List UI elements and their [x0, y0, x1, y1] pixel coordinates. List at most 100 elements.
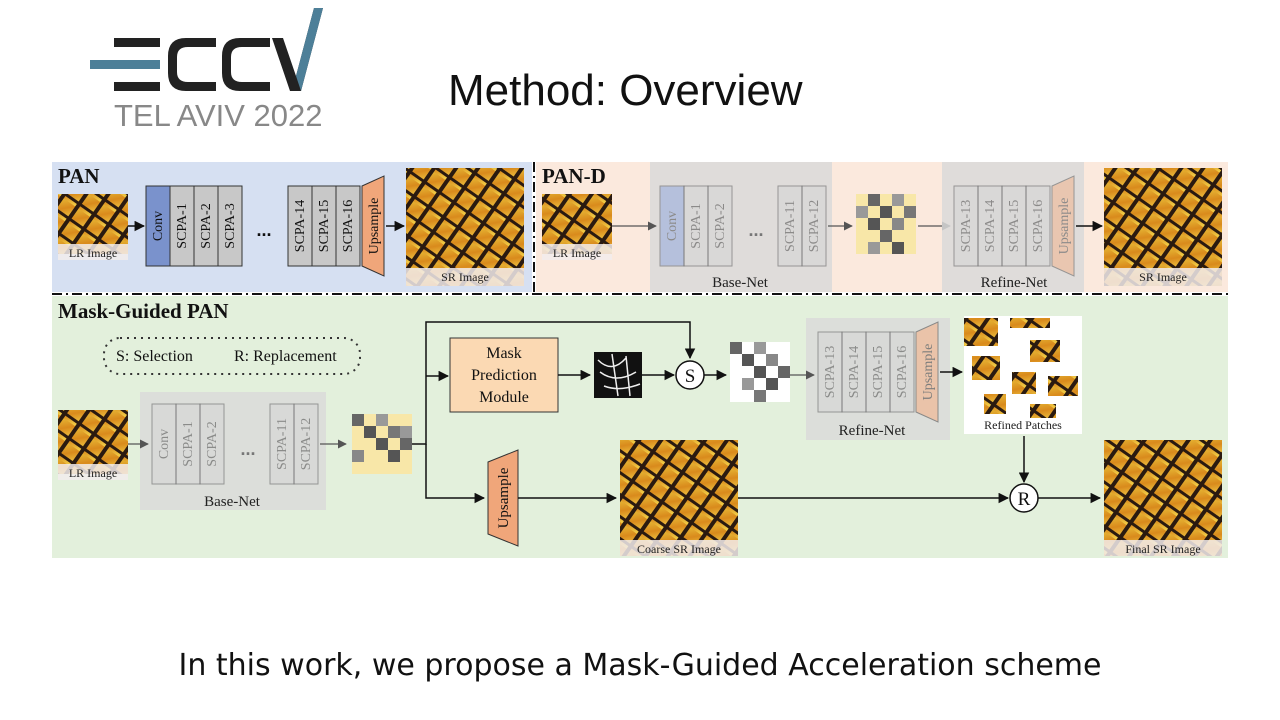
mg-base-net-label: Base-Net [204, 494, 261, 510]
svg-text:SCPA-2: SCPA-2 [713, 203, 728, 248]
mg-patch-grid [352, 414, 412, 474]
pan-d-ellipsis: ... [748, 220, 763, 240]
svg-text:SCPA-15: SCPA-15 [1007, 200, 1022, 252]
svg-text:R: R [1018, 489, 1031, 510]
slide-title: Method: Overview [448, 66, 803, 115]
svg-text:SCPA-13: SCPA-13 [959, 200, 974, 252]
pan-upsample-block: Upsample [361, 175, 385, 277]
svg-text:SCPA-2: SCPA-2 [205, 421, 220, 466]
pan-lr-image: LR Image [58, 194, 128, 260]
pan-lr-label: LR Image [69, 246, 117, 260]
eccv-logo: TEL AVIV 2022 [90, 8, 323, 130]
pan-d-patch-grid [856, 194, 916, 254]
mg-refine-net-label: Refine-Net [839, 423, 906, 439]
pan-d-scpa-15-block: SCPA-15 [1001, 185, 1027, 267]
pan-d-lr-label: LR Image [553, 246, 601, 260]
mg-scpa-12-block: SCPA-12 [293, 403, 319, 485]
svg-text:SCPA-15: SCPA-15 [871, 346, 886, 398]
mask-prediction-module: Mask Prediction Module [449, 337, 559, 413]
svg-text:SCPA-2: SCPA-2 [199, 203, 214, 248]
svg-text:SCPA-13: SCPA-13 [823, 346, 838, 398]
pan-d-scpa-13-block: SCPA-13 [953, 185, 979, 267]
svg-text:Upsample: Upsample [921, 344, 936, 401]
pan-ellipsis: ... [256, 220, 271, 240]
svg-text:Prediction: Prediction [471, 367, 537, 384]
refined-patches-label: Refined Patches [984, 418, 1062, 432]
svg-text:SCPA-12: SCPA-12 [807, 200, 822, 252]
svg-text:S: S [685, 366, 696, 387]
pan-d-scpa-14-block: SCPA-14 [977, 185, 1003, 267]
pan-d-refine-net-label: Refine-Net [981, 275, 1048, 291]
svg-text:SCPA-16: SCPA-16 [1031, 200, 1046, 252]
pan-scpa-3-block: SCPA-3 [217, 185, 243, 267]
mg-scpa-16-block: SCPA-16 [889, 331, 915, 413]
mg-ellipsis: ... [240, 439, 255, 459]
svg-text:SCPA-16: SCPA-16 [895, 346, 910, 398]
svg-text:SCPA-14: SCPA-14 [293, 200, 308, 252]
svg-text:SCPA-1: SCPA-1 [181, 421, 196, 466]
pan-d-scpa-2-block: SCPA-2 [707, 185, 733, 267]
selection-node: S [675, 360, 705, 390]
svg-text:SCPA-11: SCPA-11 [275, 418, 290, 470]
pan-sr-image: SR Image [406, 168, 524, 286]
svg-text:Mask: Mask [486, 345, 522, 362]
svg-text:Conv: Conv [157, 429, 172, 459]
coarse-sr-label: Coarse SR Image [637, 542, 721, 556]
svg-text:SCPA-15: SCPA-15 [317, 200, 332, 252]
pan-scpa-2-block: SCPA-2 [193, 185, 219, 267]
svg-text:Upsample: Upsample [1057, 198, 1072, 255]
svg-text:Conv: Conv [665, 211, 680, 241]
mg-lr-image: LR Image [58, 410, 128, 480]
pan-d-scpa-1-block: SCPA-1 [683, 185, 709, 267]
mg-scpa-2-block: SCPA-2 [199, 403, 225, 485]
svg-text:Upsample: Upsample [367, 198, 382, 255]
pan-d-lr-image: LR Image [542, 194, 612, 260]
mg-lr-label: LR Image [69, 466, 117, 480]
final-sr-label: Final SR Image [1125, 542, 1200, 556]
svg-text:SCPA-1: SCPA-1 [689, 203, 704, 248]
refined-patches-image: Refined Patches [964, 316, 1082, 434]
pan-scpa-1-block: SCPA-1 [169, 185, 195, 267]
svg-text:SCPA-11: SCPA-11 [783, 200, 798, 252]
pan-scpa-15-block: SCPA-15 [311, 185, 337, 267]
pan-d-scpa-11-block: SCPA-11 [777, 185, 803, 267]
svg-text:Upsample: Upsample [496, 467, 512, 528]
pan-d-sr-label: SR Image [1139, 270, 1187, 284]
pan-scpa-14-block: SCPA-14 [287, 185, 313, 267]
pan-d-scpa-12-block: SCPA-12 [801, 185, 827, 267]
mg-upsample-block: Upsample [915, 321, 939, 423]
mg-scpa-14-block: SCPA-14 [841, 331, 867, 413]
mg-conv-block: Conv [151, 403, 177, 485]
pan-d-sr-image: SR Image [1104, 168, 1222, 286]
svg-text:SCPA-14: SCPA-14 [983, 200, 998, 252]
replacement-node: R [1009, 483, 1039, 513]
mg-scpa-11-block: SCPA-11 [269, 403, 295, 485]
selected-patches [730, 342, 790, 402]
pan-d-scpa-16-block: SCPA-16 [1025, 185, 1051, 267]
pan-scpa-16-block: SCPA-16 [335, 185, 361, 267]
svg-text:SCPA-12: SCPA-12 [299, 418, 314, 470]
svg-text:SCPA-1: SCPA-1 [175, 203, 190, 248]
mask-guided-title: Mask-Guided PAN [58, 299, 229, 323]
mg-upsample-block-coarse: Upsample [487, 449, 519, 547]
legend-selection: S: Selection [116, 348, 193, 365]
mg-scpa-13-block: SCPA-13 [817, 331, 843, 413]
coarse-sr-image: Coarse SR Image [620, 440, 738, 556]
svg-text:SCPA-3: SCPA-3 [223, 203, 238, 248]
final-sr-image: Final SR Image [1104, 440, 1222, 556]
legend-box [103, 337, 361, 375]
svg-text:Module: Module [479, 389, 529, 406]
edge-mask-image [594, 352, 642, 398]
svg-text:Conv: Conv [151, 211, 166, 241]
pan-d-base-net-label: Base-Net [712, 275, 769, 291]
legend-replacement: R: Replacement [234, 348, 337, 365]
svg-text:SCPA-16: SCPA-16 [341, 200, 356, 252]
pan-sr-label: SR Image [441, 270, 489, 284]
pan-d-title: PAN-D [542, 164, 606, 188]
mg-scpa-15-block: SCPA-15 [865, 331, 891, 413]
pan-conv-block: Conv [145, 185, 171, 267]
svg-text:SCPA-14: SCPA-14 [847, 346, 862, 398]
pan-d-conv-block: Conv [659, 185, 685, 267]
pan-d-upsample-block: Upsample [1051, 175, 1075, 277]
